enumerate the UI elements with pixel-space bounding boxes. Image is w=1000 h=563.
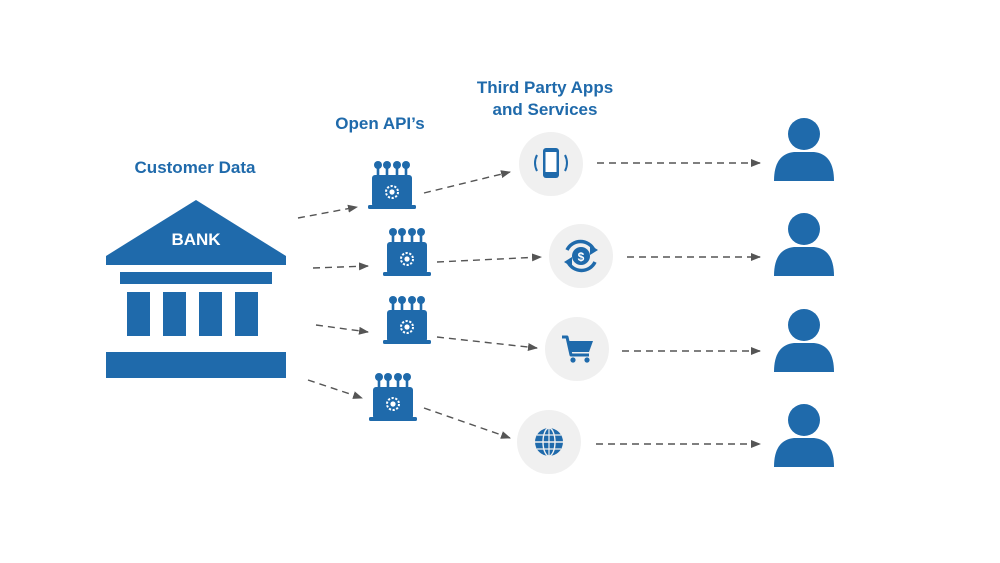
arrow-bank-api-4 — [307, 379, 363, 399]
arrow-api-service-2 — [436, 253, 542, 263]
customer-data-label: Customer Data — [134, 158, 256, 177]
user-person-icon-2 — [774, 213, 834, 276]
service-to-user-arrows — [596, 159, 761, 448]
arrow-api-service-1 — [423, 170, 511, 194]
web-service — [517, 410, 581, 474]
api-icon-1 — [366, 159, 418, 211]
arrow-api-service-4 — [423, 407, 511, 439]
smartphone-icon — [534, 148, 568, 178]
user-person-icon-1 — [774, 118, 834, 181]
arrow-bank-api-2 — [312, 262, 369, 271]
bank-building-icon: BANK — [106, 200, 286, 378]
user-person-icon-4 — [774, 404, 834, 467]
api-icon-4 — [367, 371, 419, 423]
shopping-service — [545, 317, 609, 381]
arrow-bank-api-3 — [315, 324, 369, 335]
user-person-icon-3 — [774, 309, 834, 372]
bank-to-api-arrows — [297, 204, 369, 399]
arrow-bank-api-1 — [297, 204, 358, 219]
api-to-service-arrows — [423, 170, 542, 439]
third-party-label-line2: and Services — [492, 100, 598, 119]
bank-label: BANK — [171, 230, 221, 249]
third-party-label-line1: Third Party Apps — [476, 78, 614, 97]
smartphone-service — [519, 132, 583, 196]
api-icon-3 — [381, 294, 433, 346]
third-party-label: Third Party Apps and Services — [455, 77, 635, 121]
svg-text:$: $ — [578, 250, 585, 264]
dollar-exchange-icon: $ — [564, 239, 598, 273]
globe-icon — [535, 427, 563, 457]
api-icon-2 — [381, 226, 433, 278]
exchange-service: $ — [549, 224, 613, 288]
shopping-cart-icon — [562, 335, 593, 363]
open-apis-label: Open API’s — [335, 114, 425, 133]
arrow-api-service-3 — [436, 336, 538, 351]
